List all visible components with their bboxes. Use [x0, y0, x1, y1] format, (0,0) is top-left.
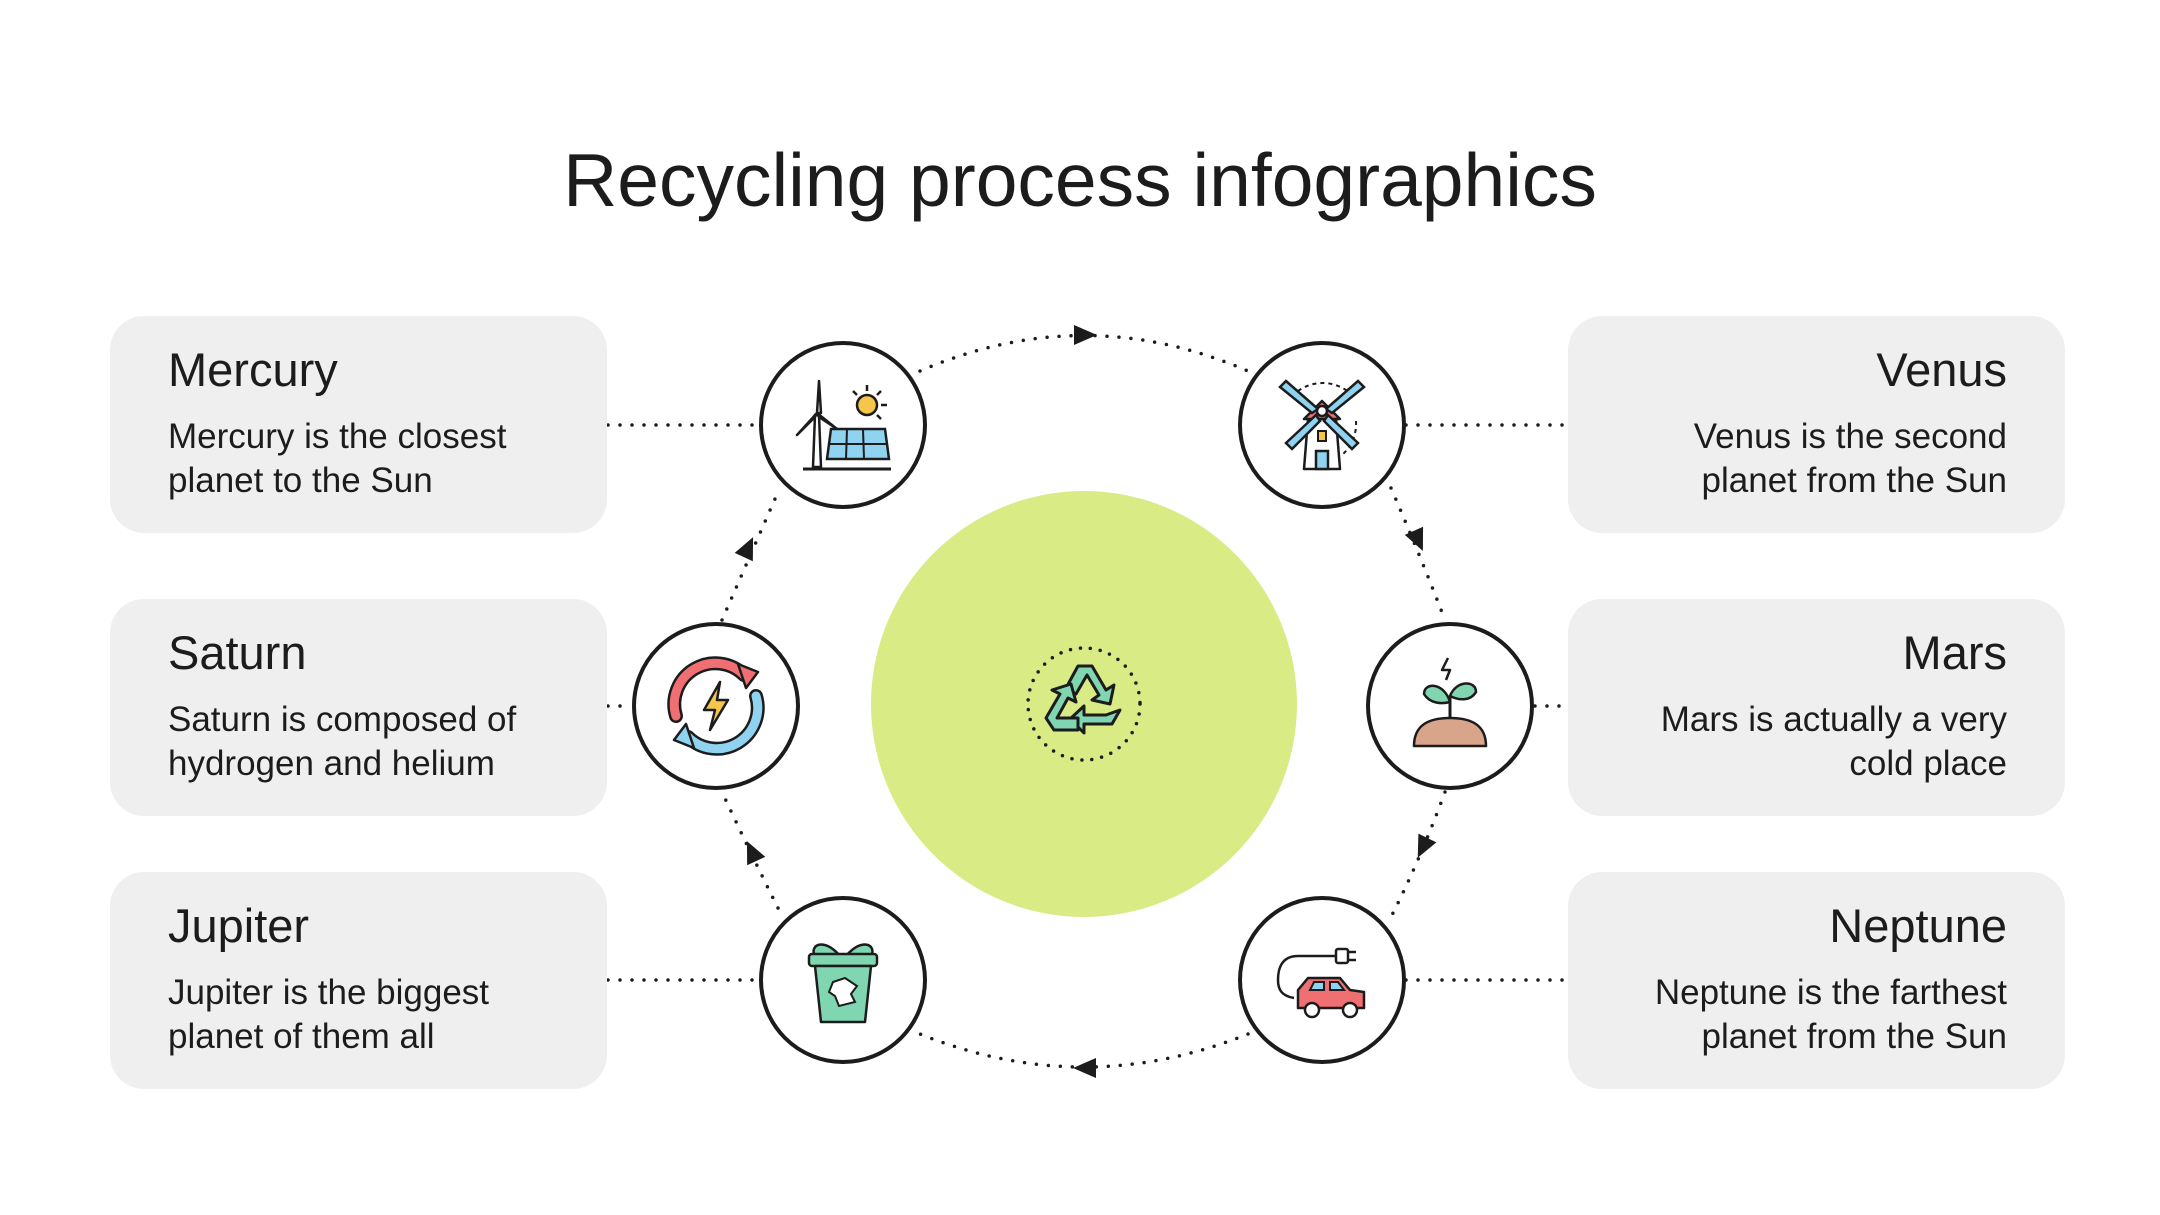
card-title: Mars [1902, 626, 2007, 679]
arrowhead-bottom [1073, 1058, 1096, 1078]
card-title: Venus [1876, 343, 2007, 396]
sprout-energy-icon [1366, 622, 1534, 790]
electric-car-icon [1238, 896, 1406, 1064]
card-title: Neptune [1829, 899, 2007, 952]
arrowhead-upper-left [734, 537, 754, 562]
arrowhead-lower-right [1417, 833, 1437, 858]
arrowhead-top [1074, 325, 1097, 345]
wind-turbine-solar-panel-icon [759, 341, 927, 509]
arrowhead-lower-left [746, 841, 766, 866]
card-connectors [606, 423, 1572, 982]
center-circle [871, 491, 1297, 917]
card-title: Mercury [168, 343, 338, 396]
page-title: Recycling process infographics [563, 138, 1597, 222]
arc-venus-to-mars [1389, 486, 1447, 622]
cycle-arrowheads [734, 325, 1437, 1078]
arc-mercury-to-venus [918, 333, 1250, 373]
recycle-icon [1026, 646, 1142, 762]
arrowhead-upper-right [1404, 526, 1424, 551]
arc-neptune-to-jupiter [918, 1032, 1250, 1069]
card-title: Jupiter [168, 899, 310, 952]
windmill-icon [1238, 341, 1406, 509]
renewable-energy-cycle-icon [632, 622, 800, 790]
card-title: Saturn [168, 626, 307, 679]
compost-bin-icon [759, 896, 927, 1064]
